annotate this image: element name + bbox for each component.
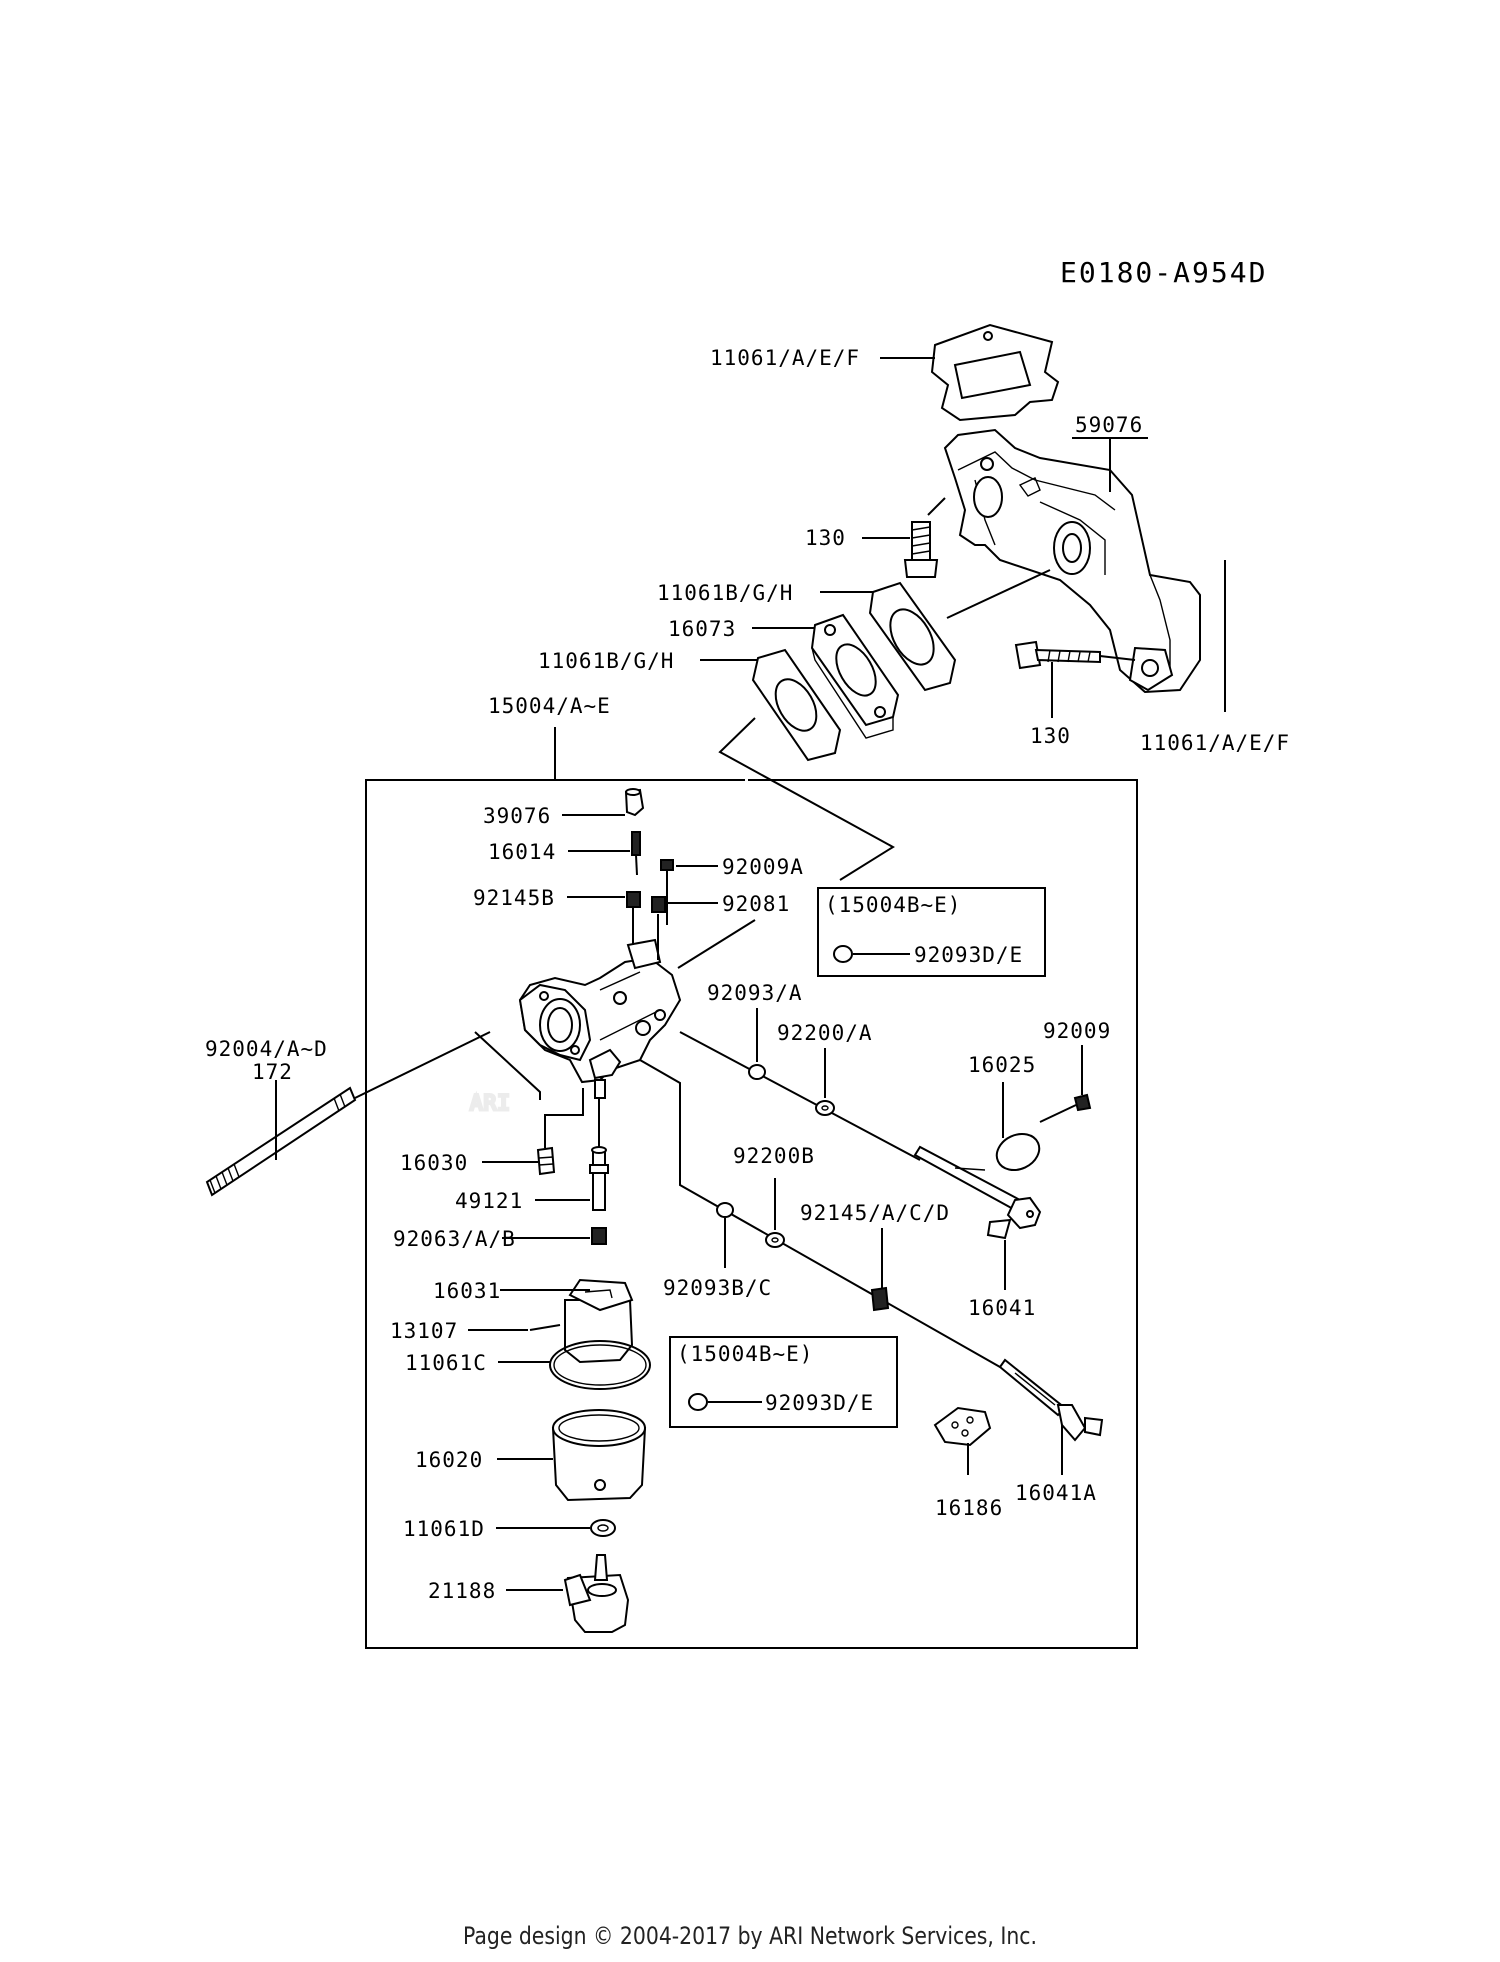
screw-92009-part xyxy=(1039,1093,1092,1123)
label-16031: 16031 xyxy=(433,1279,501,1303)
label-92009a: 92009A xyxy=(722,855,804,879)
washer-92200a-part xyxy=(815,1100,835,1116)
plug-92093de-2-part xyxy=(688,1393,708,1411)
float-16031-part xyxy=(564,1278,634,1364)
gasket-11061bgh-upper-part xyxy=(868,581,957,692)
label-15004be-1: (15004B~E) xyxy=(825,893,961,917)
choke-axis-line xyxy=(679,1031,921,1161)
variant-box-2 xyxy=(669,1336,898,1428)
assembly-link-carb xyxy=(718,717,895,881)
leader-16030-bracket xyxy=(544,1088,584,1148)
spring-92145acd-part xyxy=(870,1286,890,1312)
spring-92145b-part xyxy=(626,891,641,908)
nut-92063-part xyxy=(591,1227,607,1245)
throttle-plate-16186-part xyxy=(933,1406,992,1447)
label-16073: 16073 xyxy=(668,617,736,641)
float-bowl-16020-part xyxy=(551,1409,647,1502)
assembly-link-upper xyxy=(946,569,1051,619)
label-21188: 21188 xyxy=(428,1579,496,1603)
label-11061aef-right: 11061/A/E/F xyxy=(1140,731,1290,755)
label-11061bgh-2: 11061B/G/H xyxy=(538,649,674,673)
pin-13107-part xyxy=(529,1324,561,1331)
nozzle-49121-part xyxy=(589,1098,609,1211)
spring-92081-part xyxy=(651,896,666,913)
idle-needle-16014-part xyxy=(631,831,641,876)
label-92145b: 92145B xyxy=(473,886,555,910)
label-16020: 16020 xyxy=(415,1448,483,1472)
washer-92200b-part xyxy=(765,1232,785,1248)
label-16025: 16025 xyxy=(968,1053,1036,1077)
label-16030: 16030 xyxy=(400,1151,468,1175)
bolt-130-top-part xyxy=(903,497,946,578)
label-92145acd: 92145/A/C/D xyxy=(800,1201,950,1225)
stud-body-bracket xyxy=(474,1031,541,1100)
bolt-130-lower-part xyxy=(1014,640,1136,670)
label-92200a: 92200/A xyxy=(777,1021,873,1045)
carb-box-frame xyxy=(365,779,1138,1649)
label-15004ae: 15004/A~E xyxy=(488,694,611,718)
label-59076: 59076 xyxy=(1075,413,1143,437)
diagram-reference: E0180-A954D xyxy=(1060,256,1267,289)
footer-copyright: Page design © 2004-2017 by ARI Network S… xyxy=(462,1922,1038,1950)
plug-92093a-part xyxy=(748,1064,766,1080)
label-39076: 39076 xyxy=(483,804,551,828)
choke-plate-16025-part xyxy=(995,1133,1041,1171)
label-13107: 13107 xyxy=(390,1319,458,1343)
label-15004be-2: (15004B~E) xyxy=(677,1342,813,1366)
label-92063ab: 92063/A/B xyxy=(393,1227,516,1251)
label-92009: 92009 xyxy=(1043,1019,1111,1043)
idle-cap-39076-part xyxy=(624,788,645,817)
label-130-bottom: 130 xyxy=(1030,724,1071,748)
label-11061bgh-1: 11061B/G/H xyxy=(657,581,793,605)
intake-manifold-part xyxy=(943,428,1201,694)
gasket-top-part xyxy=(930,323,1060,422)
jet-16030-part xyxy=(536,1146,556,1176)
label-92093de-1: 92093D/E xyxy=(914,943,1023,967)
label-92093bc: 92093B/C xyxy=(663,1276,772,1300)
label-92200b: 92200B xyxy=(733,1144,815,1168)
solenoid-21188-part xyxy=(563,1554,630,1633)
label-92093de-2: 92093D/E xyxy=(765,1391,874,1415)
stud-92004-part xyxy=(205,1086,357,1197)
label-92004ad: 92004/A~D xyxy=(205,1037,328,1061)
spacer-16073-part xyxy=(810,613,900,739)
plug-92093de-1-part xyxy=(833,945,853,963)
label-49121: 49121 xyxy=(455,1189,523,1213)
ari-watermark: ARI xyxy=(470,1091,511,1115)
washer-11061d-part xyxy=(590,1519,616,1537)
leader-body-gasket-link xyxy=(677,919,756,969)
plug-92093bc-part xyxy=(716,1202,734,1218)
screw-92009a-part xyxy=(660,859,674,882)
stud-axis-line xyxy=(354,1031,491,1099)
variant-box-1 xyxy=(817,887,1046,977)
label-92081: 92081 xyxy=(722,892,790,916)
label-11061c: 11061C xyxy=(405,1351,487,1375)
label-130-top: 130 xyxy=(805,526,846,550)
throttle-shaft-16041a-part xyxy=(998,1358,1104,1442)
label-16014: 16014 xyxy=(488,840,556,864)
gasket-11061c-part xyxy=(549,1340,651,1390)
label-92093a: 92093/A xyxy=(707,981,803,1005)
label-11061d: 11061D xyxy=(403,1517,485,1541)
label-16186: 16186 xyxy=(935,1496,1003,1520)
gasket-11061bgh-lower-part xyxy=(751,648,842,762)
label-16041: 16041 xyxy=(968,1296,1036,1320)
throttle-axis-line xyxy=(639,1059,1001,1368)
label-16041a: 16041A xyxy=(1015,1481,1097,1505)
label-172: 172 xyxy=(252,1060,293,1084)
choke-shaft-16041-part xyxy=(913,1145,1042,1240)
carburetor-body-part xyxy=(518,938,682,1099)
label-11061aef-top: 11061/A/E/F xyxy=(710,346,860,370)
